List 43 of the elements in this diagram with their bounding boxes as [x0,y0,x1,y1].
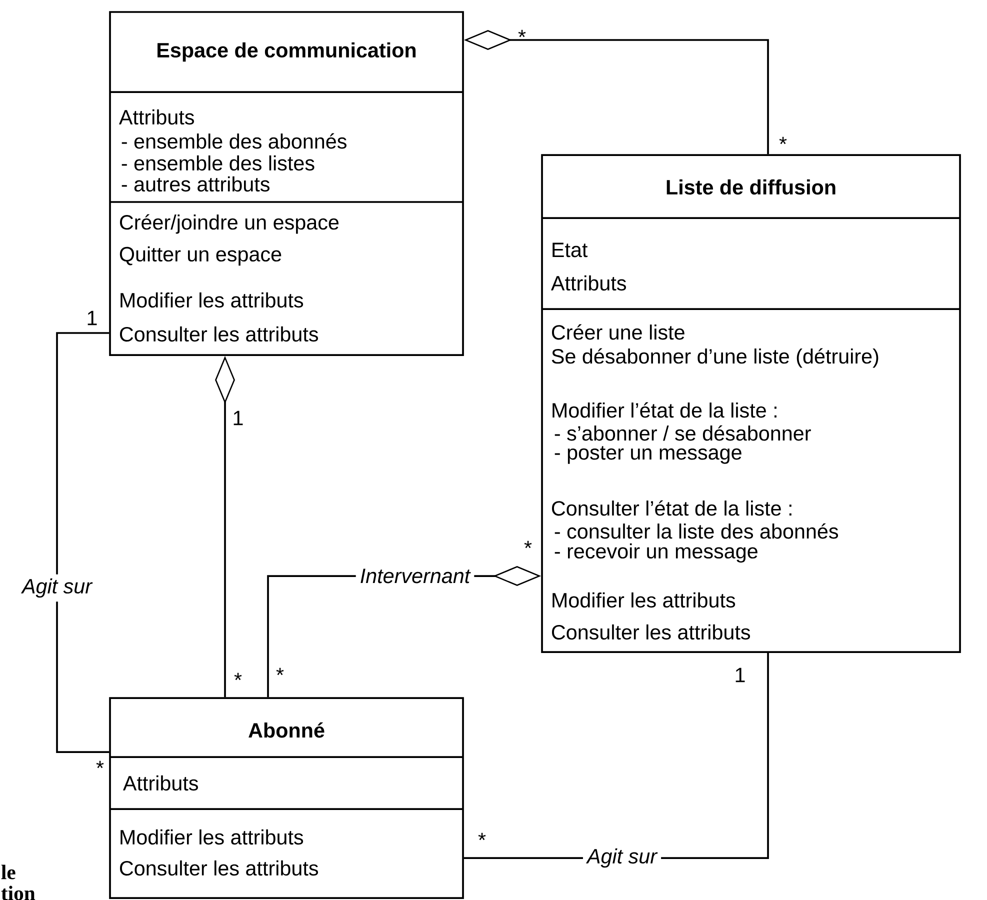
member-text: Consulter les attributs [120,860,318,876]
multiplicity: * [779,136,787,144]
multiplicity: 1 [88,310,97,326]
member-text: Consulter l’état de la liste : [552,500,792,516]
member-text: Attributs [118,109,194,125]
member-text: Modifier les attributs [120,829,304,845]
edge-label: Intervernant [356,564,474,588]
caption-fragment: tion [1,886,36,900]
member-text: Créer/joindre un espace [120,214,339,234]
member-text: Modifier les attributs [552,592,736,608]
member-text: - autres attributs [122,176,270,192]
member-text: Modifier l’état de la liste : [552,402,776,418]
member-text: Se désabonner d’une liste (détruire) [552,348,878,368]
member-text: Consulter les attributs [120,326,318,342]
member-text: Modifier les attributs [120,292,304,308]
class-box [109,11,464,356]
member-text: - ensemble des listes [122,155,314,171]
class-name: Abonné [248,722,324,738]
member-text: - recevoir un message [554,543,758,563]
member-text: - poster un message [554,446,742,464]
member-text: Etat [552,242,588,258]
caption-fragment: le [1,864,16,880]
class-box [109,697,464,899]
multiplicity: * [276,668,284,676]
member-text: Attributs [122,775,198,791]
multiplicity: * [478,832,486,840]
class-name: Liste de diffusion [666,179,836,195]
member-text: Quitter un espace [120,246,282,266]
edge-label: Agit sur [582,844,662,872]
member-text: Consulter les attributs [552,624,750,640]
member-text: - consulter la liste des abonnés [554,523,838,539]
member-text: - s’abonner / se désabonner [554,425,811,441]
member-text: Attributs [550,275,626,291]
multiplicity: * [518,30,526,38]
member-text: - ensemble des abonnés [122,133,346,149]
member-text: Créer une liste [552,324,684,340]
edge-label: Agit sur [18,574,96,602]
multiplicity: 1 [234,410,243,426]
class-name: Espace de communication [158,42,416,62]
association-line [56,332,110,753]
multiplicity: * [96,760,104,768]
multiplicity: * [234,672,242,680]
class-box [541,154,961,653]
